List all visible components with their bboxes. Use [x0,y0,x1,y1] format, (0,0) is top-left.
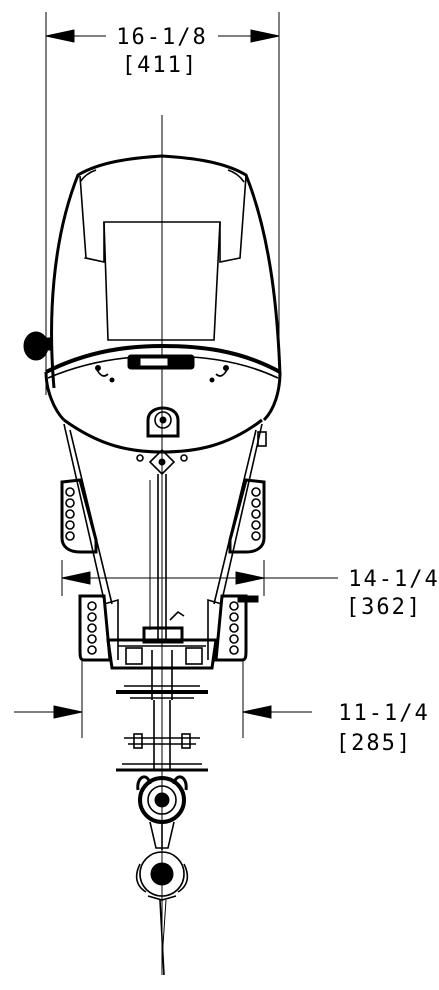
overall-width-imperial: 16-1/8 [116,25,207,50]
left-clamp-holes [87,601,97,655]
left-bracket-holes [65,487,75,541]
flush-port [146,406,180,438]
overall-width-metric: [411] [122,53,198,78]
right-clamp-holes [229,601,239,655]
lower-width-metric: [285] [336,731,412,756]
clamp-brackets [78,594,259,662]
middle-width-metric: [362] [346,595,422,620]
arrowhead-right [242,705,272,719]
lower-width-dimension: 11-1/4 [285] [14,660,429,756]
propeller [135,851,189,976]
arrowhead-left [61,571,91,585]
middle-width-dimension: 14-1/4 [362] [61,560,439,620]
arrowhead-left [53,705,83,719]
arrowhead-right [235,571,265,585]
arrowhead-right [250,29,280,43]
gearcase [136,775,188,850]
overall-width-dimension: 16-1/8 [411] [45,12,280,395]
upper-side-brackets [60,478,266,554]
middle-width-imperial: 14-1/4 [348,567,439,592]
anti-ventilation-plate [116,685,208,699]
engine-cowling [23,154,282,389]
lower-width-imperial: 11-1/4 [338,701,429,726]
arrowhead-left [45,29,75,43]
right-bracket-holes [251,487,261,541]
driveshaft-housing [116,700,208,772]
